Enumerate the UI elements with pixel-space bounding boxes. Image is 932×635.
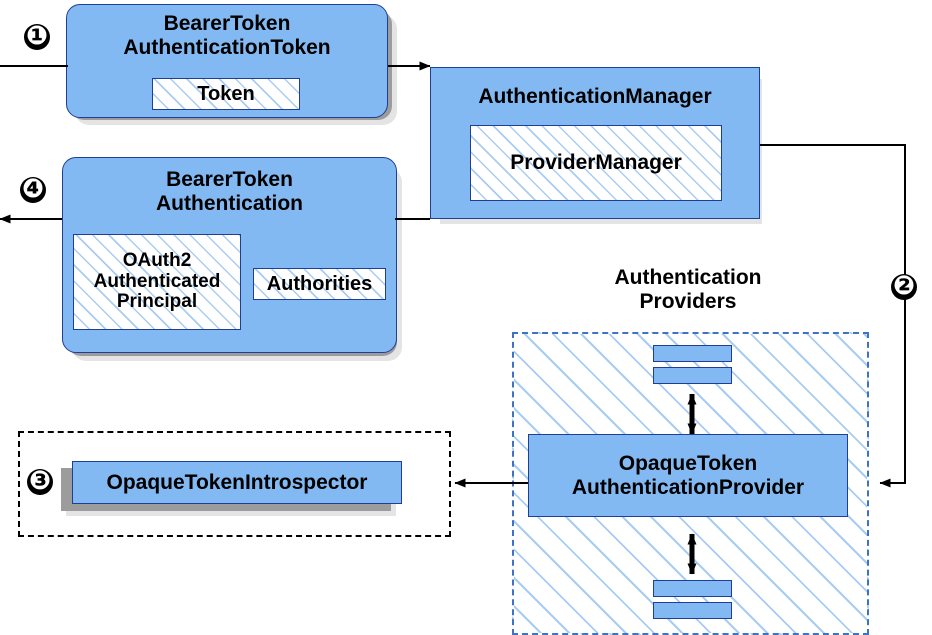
opaque-token-introspector[interactable]: OpaqueTokenIntrospector [72,461,402,504]
step-marker-1: ❶ [24,21,50,51]
provider-stub-top-2 [653,367,732,384]
oauth2-authenticated-principal-field[interactable]: OAuth2 Authenticated Principal [73,234,241,330]
authentication-providers-title-line2: Providers [639,290,737,314]
opaque-token-authentication-provider-label-line2: AuthenticationProvider [571,475,805,499]
authorities-field-label: Authorities [266,273,373,295]
opaque-token-introspector-label: OpaqueTokenIntrospector [106,470,368,494]
bearer-token-authentication-label-line2: Authentication [156,191,303,215]
oauth2-authenticated-principal-field-label: OAuth2 Authenticated Principal [93,249,221,314]
step-marker-2: ❷ [891,271,917,301]
step-marker-3: ❸ [27,466,53,496]
provider-stub-top-1 [653,345,732,362]
bearer-token-authentication-token-label-line1: BearerToken [163,12,291,35]
bearer-token-authentication-label-line1: BearerToken [166,168,293,191]
authorities-field[interactable]: Authorities [253,268,386,300]
bearer-token-authentication-token-label-line2: AuthenticationToken [123,35,331,59]
opaque-token-authentication-provider-label-line1: OpaqueToken [618,451,758,475]
token-field[interactable]: Token [152,78,300,110]
authentication-manager-label: AuthenticationManager [478,85,712,108]
authentication-providers-title-line1: Authentication [614,266,762,289]
provider-stub-bottom-1 [653,580,732,597]
step-marker-4: ❹ [20,174,46,204]
principal-line1: OAuth2 [122,249,192,271]
opaque-token-authentication-provider[interactable]: OpaqueToken AuthenticationProvider [528,434,848,517]
principal-line3: Principal [116,291,198,313]
principal-line2: Authenticated [93,270,221,292]
authentication-providers-title: Authentication Providers [573,266,803,314]
provider-manager-field-label: ProviderManager [510,151,682,175]
opaque-token-introspector-group [18,431,451,537]
provider-stub-bottom-2 [653,602,732,619]
provider-manager-field[interactable]: ProviderManager [470,125,722,201]
token-field-label: Token [197,83,255,105]
